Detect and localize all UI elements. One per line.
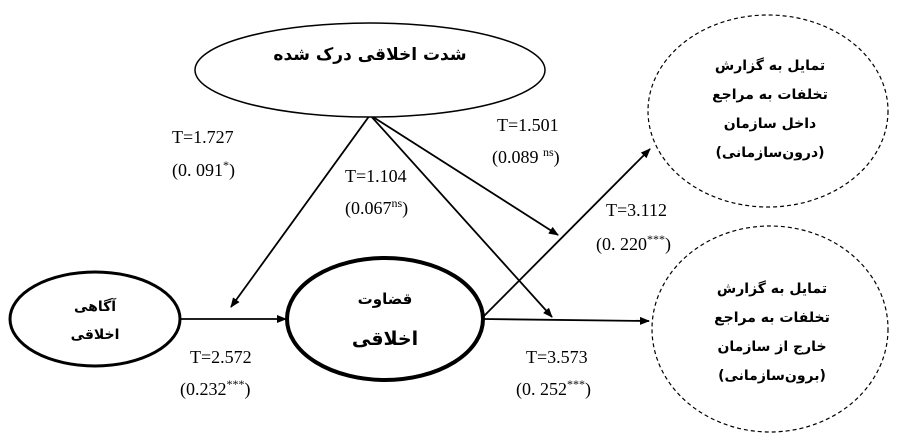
node-label-line-2: تخلفات به مراجع [714, 310, 830, 326]
t-value: T=2.572 [190, 347, 252, 367]
p-value: (0. 220***) [596, 232, 671, 255]
t-value: T=3.573 [526, 347, 588, 367]
label-judgment-to-internal: T=3.112 (0. 220***) [596, 200, 671, 255]
p-value: (0.067ns) [345, 196, 408, 219]
node-label-line-1: تمایل به گزارش [717, 280, 827, 297]
node-label-line-1: قضاوت [358, 290, 413, 308]
node-label-line-4: (درون‌سازمانی) [715, 145, 824, 161]
node-perceived-moral-intensity: شدت اخلاقی درک شده [194, 22, 546, 118]
label-intensity-moderation: T=1.501 (0.089 ns) [492, 115, 560, 168]
node-moral-judgment: قضاوت اخلاقی [285, 256, 485, 382]
label-intensity-to-judgment: T=1.104 (0.067ns) [345, 166, 408, 219]
node-label-line-1: آگاهی [74, 297, 117, 315]
p-value: (0.089 ns) [492, 145, 560, 168]
node-moral-awareness: آگاهی اخلاقی [8, 270, 182, 368]
node-label-line-3: خارج از سازمان [717, 339, 826, 355]
p-value: (0. 091*) [172, 158, 235, 181]
t-value: T=1.501 [497, 115, 559, 135]
t-value: T=1.104 [345, 166, 407, 186]
t-value: T=1.727 [172, 127, 234, 147]
p-value: (0.232***) [180, 377, 251, 400]
arrow-judgment-to-external [482, 316, 650, 325]
node-external-reporting: تمایل به گزارش تخلفات به مراجع خارج از س… [651, 225, 889, 433]
t-value: T=3.112 [606, 200, 667, 220]
label-awareness-to-judgment: T=2.572 (0.232***) [180, 347, 252, 400]
node-label-line-3: داخل سازمان [724, 116, 816, 132]
arrow-judgment-to-internal [482, 148, 651, 318]
node-internal-reporting: تمایل به گزارش تخلفات به مراجع داخل سازم… [647, 14, 889, 208]
label-judgment-to-external: T=3.573 (0. 252***) [516, 347, 591, 400]
arrow-intensity-moderation [369, 114, 559, 236]
node-label-line-2: اخلاقی [71, 327, 120, 343]
arrow-intensity-to-judgment [369, 114, 553, 318]
arrows [180, 114, 651, 325]
p-value: (0. 252***) [516, 377, 591, 400]
node-label-line-1: تمایل به گزارش [715, 57, 825, 74]
node-label-line-4: (برون‌سازمانی) [718, 368, 826, 384]
node-label-line-2: اخلاقی [352, 328, 418, 350]
label-intensity-to-awareness: T=1.727 (0. 091*) [172, 127, 235, 181]
arrow-intensity-to-awareness [230, 114, 371, 308]
node-label: شدت اخلاقی درک شده [273, 45, 466, 65]
node-label-line-2: تخلفات به مراجع [712, 87, 828, 103]
